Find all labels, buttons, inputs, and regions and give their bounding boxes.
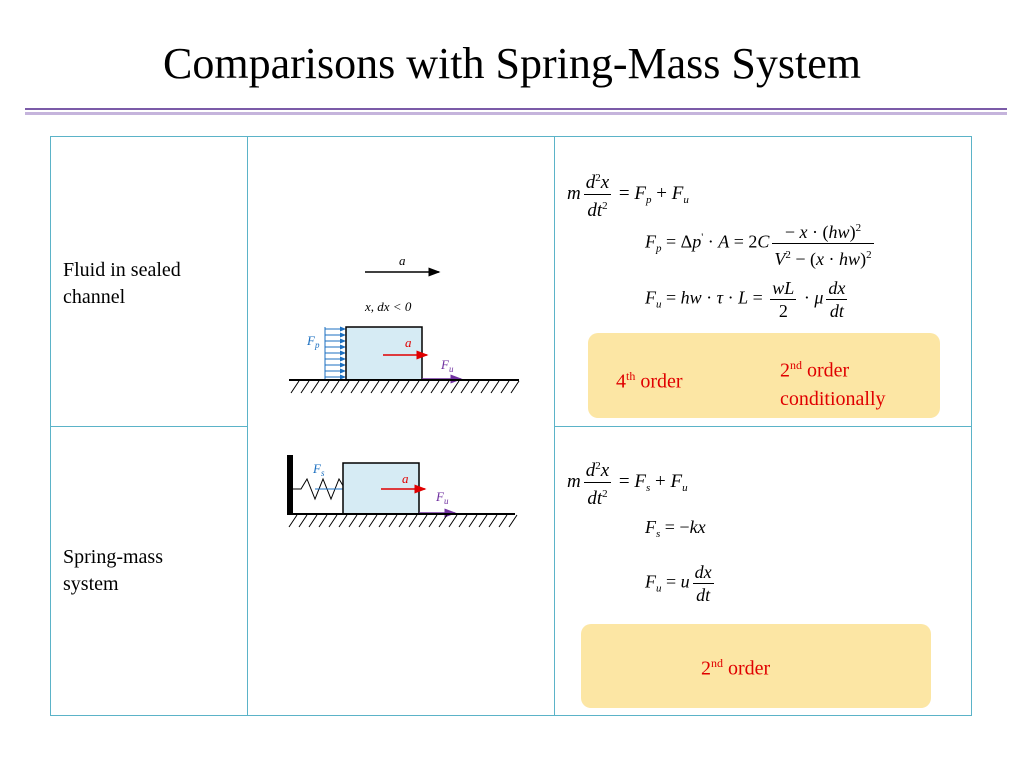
order-note-2nd: 2nd order [701,656,771,680]
title-rule-bottom [25,112,1007,115]
ground-hatch [290,380,520,394]
equation-spring-force: Fs = −kx [645,517,706,540]
force-s-label: Fs [312,461,325,478]
fluid-channel-diagram: a x, dx < 0 Fp a Fu [289,253,520,394]
wall [287,455,293,515]
order-note-4th: 4th order [616,369,683,393]
row-divider-left [51,426,247,427]
pressure-arrows [324,326,346,380]
force-p-label: Fp [306,333,320,350]
column-divider-1 [247,137,248,715]
condition-label: x, dx < 0 [364,299,412,314]
spring-mass-diagram: Fs a Fu [287,455,518,528]
ground-hatch [288,514,518,528]
comparison-table: Fluid in sealed channel Spring-mass syst… [50,136,972,716]
title-rule-top [25,108,1007,110]
inner-accel-label: a [402,471,409,486]
inner-accel-label: a [405,335,412,350]
row-label-spring: Spring-mass system [63,546,163,595]
row-divider-right [554,426,972,427]
order-note-spring: 2nd order [581,624,931,708]
slide-title: Comparisons with Spring-Mass System [163,39,861,88]
force-u-label: Fu [435,489,449,506]
row-label-fluid: Fluid in sealed channel [63,259,181,308]
force-u-label: Fu [440,357,454,374]
mass-block [345,326,423,381]
accel-label: a [399,253,406,268]
